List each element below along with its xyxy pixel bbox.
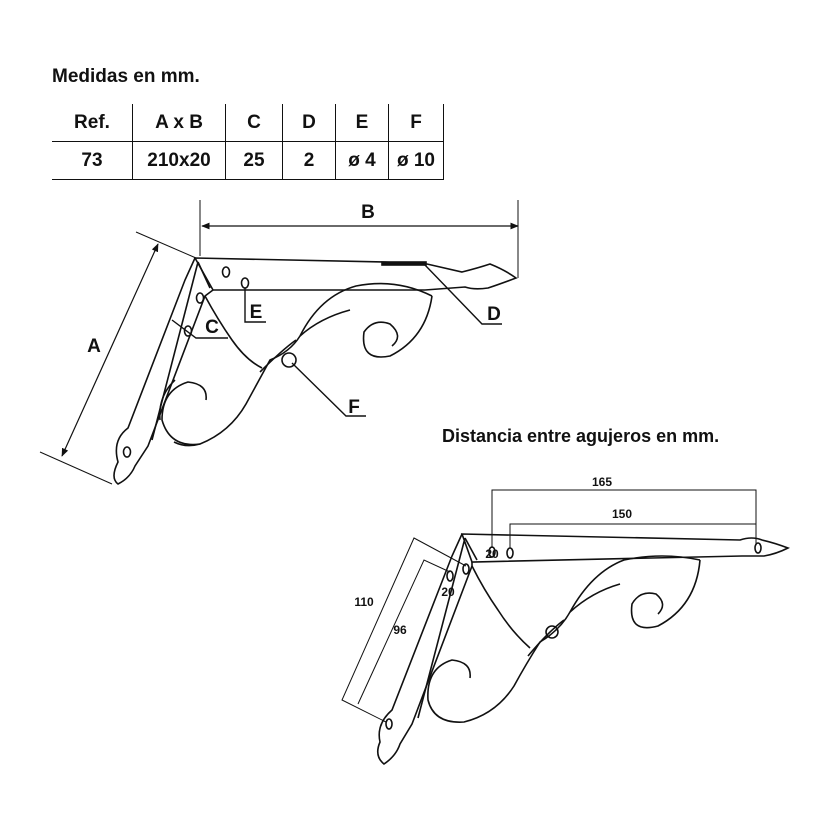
dim-a-line (61, 243, 159, 457)
specs-value-row: 73 210x20 25 2 ø 4 ø 10 (52, 141, 444, 180)
header-ref: Ref. (52, 104, 133, 142)
value-f: ø 10 (388, 141, 444, 180)
bracket-2 (376, 533, 790, 765)
header-f: F (388, 104, 444, 142)
measurements-title: Medidas en mm. (52, 66, 200, 87)
dim-165-label: 165 (592, 475, 612, 489)
value-ab: 210x20 (132, 141, 226, 180)
value-c: 25 (225, 141, 283, 180)
dim-96-label: 96 (393, 623, 407, 637)
header-ab: A x B (132, 104, 226, 142)
dim-20-side-label: 20 (441, 585, 455, 599)
value-d: 2 (282, 141, 336, 180)
header-c: C (225, 104, 283, 142)
dim-110-line (341, 537, 467, 723)
bracket-1 (113, 257, 518, 485)
header-d: D (282, 104, 336, 142)
label-b: B (361, 202, 375, 223)
dim-96-line (357, 559, 451, 705)
label-a: A (87, 336, 101, 357)
specs-header-row: Ref. A x B C D E F (52, 104, 444, 142)
value-e: ø 4 (335, 141, 389, 180)
leader-e (244, 288, 266, 323)
dim-20-top-label: 20 (485, 547, 499, 561)
bracket-diagram-hole-distances (341, 489, 790, 765)
label-e: E (250, 302, 263, 323)
label-c: C (205, 317, 219, 338)
dim-150-line (509, 523, 756, 548)
label-d: D (487, 304, 501, 325)
specs-table: Ref. A x B C D E F 73 210x20 25 2 ø 4 ø … (52, 104, 444, 180)
header-e: E (335, 104, 389, 142)
dim-150-label: 150 (612, 507, 632, 521)
leader-c (171, 319, 228, 339)
value-ref: 73 (52, 141, 133, 180)
leader-f (291, 362, 366, 417)
dim-110-label: 110 (354, 595, 374, 609)
bracket-diagram-dimensions (39, 200, 519, 485)
hole-distance-title: Distancia entre agujeros en mm. (442, 426, 720, 446)
dim-165-line (491, 489, 757, 548)
leader-d (423, 263, 502, 325)
label-f: F (348, 397, 360, 418)
